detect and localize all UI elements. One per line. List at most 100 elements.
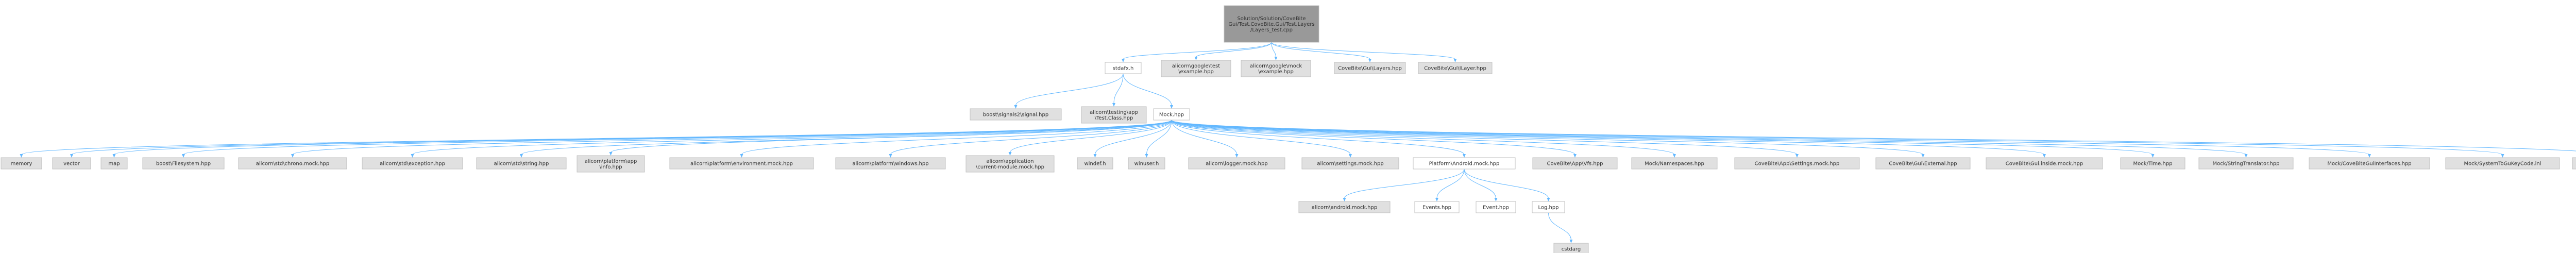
edge-arrowhead	[2244, 154, 2248, 158]
node-stdafx[interactable]: stdafx.h	[1105, 62, 1142, 74]
node-box	[142, 157, 225, 170]
node-box	[1631, 157, 1718, 170]
edge-log-to-cstdarg	[1548, 212, 1571, 241]
node-box	[1532, 201, 1565, 213]
node-namespaces: Mock/Namespaces.hpp	[1631, 157, 1718, 170]
node-guiinterfaces: Mock/CoveBiteGuiInterfaces.hpp	[2309, 157, 2430, 170]
node-vector: vector	[52, 157, 91, 170]
node-box	[669, 157, 814, 170]
node-label-line: alicorn\std\string.hpp	[494, 161, 549, 167]
edge-arrowhead	[2151, 154, 2155, 158]
node-label-line: boost\Filesystem.hpp	[156, 161, 211, 167]
edge-mock-to-logger	[1171, 120, 1237, 155]
node-label-line: CoveBite\Gui\ILayer.hpp	[1424, 66, 1486, 72]
node-box	[1875, 157, 1971, 170]
node-box	[100, 157, 128, 170]
edge-arrowhead	[1122, 59, 1125, 62]
edge-mock-to-windef	[1095, 120, 1172, 155]
edge-mock-to-appsettings	[1171, 120, 1798, 155]
edge-root-to-gtest	[1196, 42, 1272, 58]
edge-arrowhead	[1453, 59, 1457, 62]
edge-root-to-ilayer	[1271, 42, 1455, 60]
node-appinfo: alicorn\platform\app\info.hpp	[577, 155, 645, 173]
edge-mock-to-windows	[890, 120, 1172, 155]
edge-arrowhead	[1795, 154, 1799, 158]
node-android[interactable]: Platform\Android.mock.hpp	[1413, 157, 1516, 170]
edge-arrowhead	[1093, 154, 1097, 158]
edge-arrowhead	[2043, 154, 2046, 158]
node-guilayers: CoveBite\Gui\Layers.hpp	[1334, 62, 1406, 74]
node-box	[1413, 157, 1516, 170]
node-box	[1105, 62, 1142, 74]
edge-arrowhead	[1014, 105, 1018, 109]
edge-mock-to-translator	[1171, 120, 2246, 155]
edge-arrowhead	[20, 154, 23, 158]
node-label-line: Solution/Solution/CoveBite	[1237, 16, 1306, 22]
edge-arrowhead	[1673, 154, 1676, 158]
node-label-line: Mock/Time.hpp	[2133, 161, 2172, 167]
node-winuser: winuser.h	[1128, 157, 1165, 170]
node-box	[2572, 157, 2576, 170]
edge-mock-to-renderer	[1171, 120, 2576, 151]
node-label-line: CoveBite\App\Settings.mock.hpp	[1755, 161, 1840, 167]
node-label-line: alicorn\platform\windows.hpp	[852, 161, 928, 167]
node-mock[interactable]: Mock.hpp	[1153, 108, 1190, 121]
node-string: alicorn\std\string.hpp	[476, 157, 567, 170]
edge-arrowhead	[1145, 154, 1148, 158]
node-inside: CoveBite\Gui.inside.mock.hpp	[1986, 157, 2103, 170]
node-box	[1161, 60, 1231, 77]
edge-mock-to-external	[1171, 120, 1923, 155]
node-label-line: Mock.hpp	[1159, 112, 1184, 118]
node-label-line: alicorn\settings.mock.hpp	[1317, 161, 1383, 167]
node-box	[1414, 201, 1460, 213]
edge-arrowhead	[1112, 103, 1115, 107]
edge-mock-to-curmodule	[1010, 120, 1172, 153]
node-label-line: vector	[63, 161, 80, 167]
node-label-line: alicorn\std\chrono.mock.hpp	[256, 161, 329, 167]
node-label-line: CoveBite\Gui\Layers.hpp	[1338, 66, 1402, 72]
node-events[interactable]: Events.hpp	[1414, 201, 1460, 213]
edge-arrowhead	[1463, 154, 1466, 158]
node-curmodule: alicorn\application\current-module.mock.…	[965, 155, 1055, 173]
node-box	[1241, 60, 1311, 77]
edge-arrowhead	[1368, 59, 1371, 62]
edge-stdafx-to-signals	[1015, 73, 1124, 106]
node-box	[970, 108, 1062, 121]
nodes-layer: Solution/Solution/CoveBiteGui/Test.CoveB…	[1, 5, 2576, 253]
edge-arrowhead	[1194, 57, 1198, 60]
node-box	[2120, 157, 2185, 170]
edge-arrowhead	[1170, 105, 1173, 109]
node-label-line: alicorn\testing\app	[1090, 110, 1138, 115]
node-label-line: alicorn\application	[986, 159, 1033, 164]
node-event[interactable]: Event.hpp	[1476, 201, 1516, 213]
edges-layer	[20, 42, 2576, 243]
node-label-line: alicorn\android.mock.hpp	[1312, 205, 1377, 211]
node-box	[1334, 62, 1406, 74]
node-box	[2445, 157, 2560, 170]
edge-mock-to-inside	[1171, 120, 2045, 155]
edge-mock-to-filesystem	[183, 120, 1172, 155]
node-label-line: Events.hpp	[1422, 205, 1451, 211]
node-translator: Mock/StringTranslator.hpp	[2198, 157, 2294, 170]
node-label-line: Mock/Namespaces.hpp	[1645, 161, 1704, 167]
node-box	[1077, 157, 1113, 170]
node-log[interactable]: Log.hpp	[1532, 201, 1565, 213]
node-label-line: alicorn\platform\app	[585, 159, 637, 164]
node-box	[1081, 106, 1147, 124]
edge-android-to-log	[1464, 168, 1549, 199]
node-vfs: CoveBite\App\Vfs.hpp	[1532, 157, 1618, 170]
node-label-line: Gui/Test.CoveBite.Gui/Test.Layers	[1228, 22, 1314, 27]
node-root[interactable]: Solution/Solution/CoveBiteGui/Test.CoveB…	[1224, 5, 1319, 43]
node-box	[1128, 157, 1165, 170]
node-box	[1188, 157, 1285, 170]
edge-mock-to-winuser	[1146, 120, 1172, 155]
node-label-line: CoveBite\App\Vfs.hpp	[1547, 161, 1603, 167]
edge-stdafx-to-mock	[1123, 73, 1172, 106]
edge-android-to-androidmock	[1344, 168, 1465, 199]
node-cstdarg: cstdarg	[1553, 243, 1589, 253]
node-box	[1734, 157, 1860, 170]
node-time: Mock/Time.hpp	[2120, 157, 2185, 170]
edge-mock-to-envmock	[741, 120, 1172, 155]
edge-arrowhead	[1349, 154, 1352, 158]
edge-root-to-guilayers	[1271, 42, 1370, 60]
